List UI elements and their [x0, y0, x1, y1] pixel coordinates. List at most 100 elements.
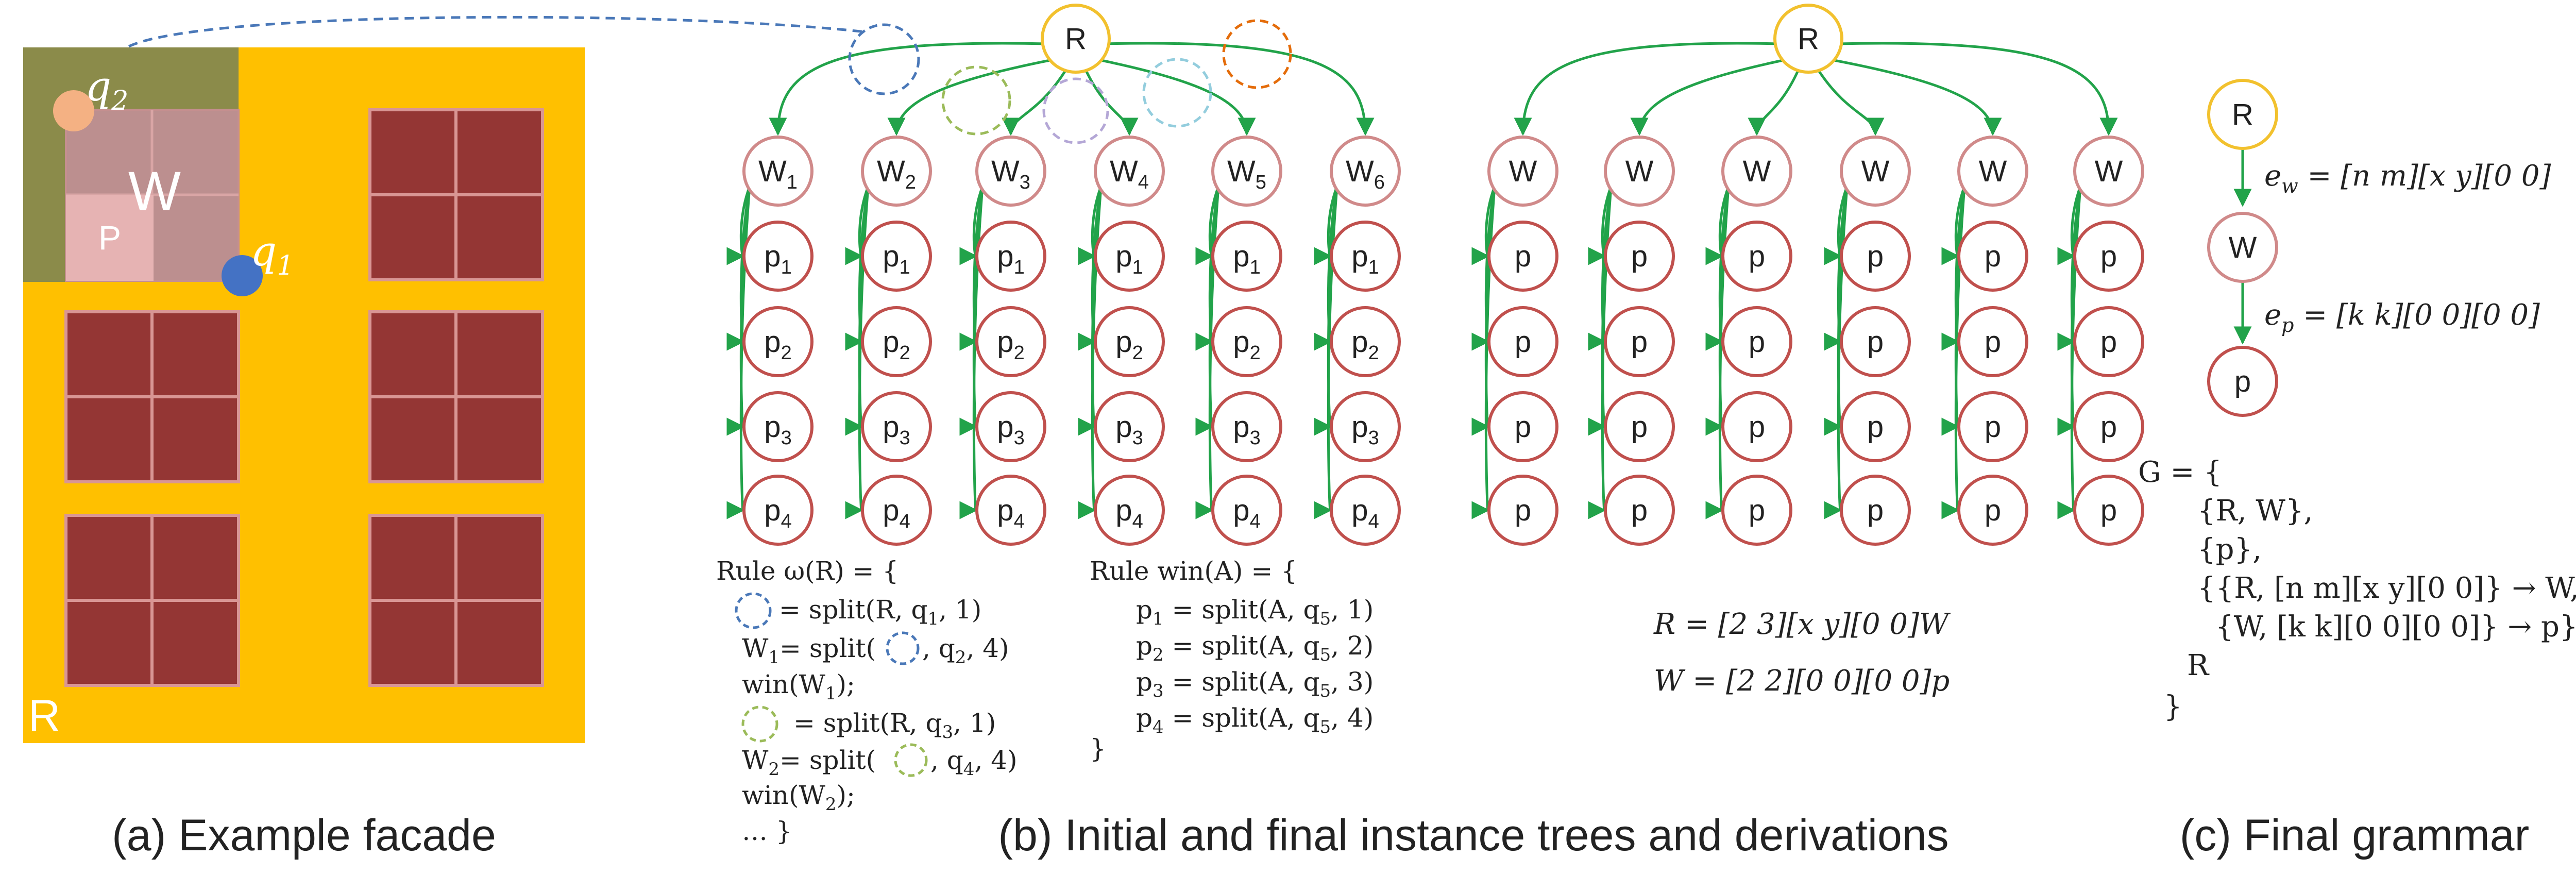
svg-text:W: W: [1625, 155, 1654, 188]
svg-text:p2: p2: [764, 325, 791, 364]
svg-text:p: p: [1749, 494, 1765, 527]
derivation: R = [2 3][x y][0 0]W W = [2 2][0 0][0 0]…: [1653, 608, 1951, 698]
svg-text:p: p: [1985, 325, 2001, 359]
svg-text:p4 = split(A, q5, 4): p4 = split(A, q5, 4): [1136, 703, 1374, 737]
tree-pane-node: p1: [742, 221, 814, 292]
svg-text:p1 = split(A, q5, 1): p1 = split(A, q5, 1): [1136, 595, 1374, 629]
panel-b: RW1p1p2p3p4W2p1p2p3p4W3p1p2p3p4W4p1p2p3p…: [716, 4, 2144, 860]
initial-instance-tree: RW1p1p2p3p4W2p1p2p3p4W3p1p2p3p4W4p1p2p3p…: [725, 4, 1401, 546]
dashed-connector: [128, 15, 866, 48]
dashed-circle-cyan: [1142, 58, 1212, 128]
svg-text:p2: p2: [883, 325, 910, 364]
svg-text:p1: p1: [997, 240, 1024, 278]
svg-text:p: p: [1515, 410, 1531, 444]
svg-text:p: p: [1985, 494, 2001, 527]
tree-pane-node: p1: [975, 221, 1046, 292]
facade-window: [368, 514, 544, 687]
svg-text:{{R, [n m][x y][0 0]} → W,: {{R, [n m][x y][0 0]} → W,: [2197, 571, 2576, 605]
svg-text:R: R: [2187, 649, 2210, 682]
svg-text:W4: W4: [1110, 155, 1149, 193]
tree-pane-node: p: [1721, 306, 1792, 377]
svg-text:{p},: {p},: [2197, 533, 2262, 566]
svg-text:p2: p2: [1115, 325, 1143, 364]
grammar-root-node: R: [2207, 79, 2278, 150]
tree-pane-node: p2: [742, 306, 814, 377]
tree-pane-node: p4: [975, 475, 1046, 546]
q1-label: q1: [250, 227, 294, 281]
grammar-window-node: W: [2207, 212, 2278, 283]
tree-pane-node: p3: [1094, 391, 1165, 462]
tree-edge: [1828, 58, 2002, 136]
dashed-circle-orange: [1222, 19, 1292, 89]
tree-pane-node: p: [1721, 391, 1792, 462]
tree-pane-node: p: [1604, 306, 1675, 377]
tree-pane-node: p3: [1211, 391, 1282, 462]
tree-pane-node: p2: [975, 306, 1046, 377]
tree-pane-node: p: [2073, 475, 2144, 546]
svg-text:= split(R, q1, 1): = split(R, q1, 1): [779, 595, 981, 629]
tree-window-node: W1: [742, 136, 814, 207]
tree-root-node: R: [1773, 4, 1843, 74]
facade-window: [64, 514, 240, 687]
svg-text:p: p: [1631, 325, 1648, 359]
svg-text:p1: p1: [764, 240, 791, 278]
tree-edge: [1630, 58, 1788, 136]
svg-text:}: }: [1090, 734, 1106, 764]
svg-text:p3 = split(A, q5, 3): p3 = split(A, q5, 3): [1136, 667, 1374, 701]
tree-pane-node: p2: [1211, 306, 1282, 377]
svg-text:p: p: [2100, 410, 2117, 444]
tree-pane-node: p: [2073, 391, 2144, 462]
tree-window-node: W: [1487, 136, 1558, 207]
tree-edge: [1817, 70, 1885, 136]
svg-text:p2: p2: [1233, 325, 1260, 364]
svg-text:p: p: [1749, 410, 1765, 444]
tree-pane-node: p1: [1330, 221, 1401, 292]
tree-window-node: W: [1721, 136, 1792, 207]
tree-pane-node: p4: [1094, 475, 1165, 546]
tree-pane-node: p: [2073, 221, 2144, 292]
tree-window-node: W2: [861, 136, 932, 207]
tree-pane-node: p4: [1330, 475, 1401, 546]
tree-pane-node: p: [1604, 475, 1675, 546]
tree-pane-node: p2: [1330, 306, 1401, 377]
tree-pane-node: p: [1721, 221, 1792, 292]
svg-text:p: p: [1631, 494, 1648, 527]
tree-window-node: W: [1604, 136, 1675, 207]
tree-edge: [1104, 42, 1375, 136]
tree-edge: [769, 42, 1048, 136]
svg-text:p: p: [1515, 494, 1531, 527]
svg-text:p: p: [1867, 494, 1884, 527]
svg-text:p: p: [1749, 240, 1765, 273]
svg-text:, q2, 4): , q2, 4): [922, 633, 1009, 668]
label-w: W: [128, 160, 181, 222]
tree-window-node: W: [1957, 136, 2028, 207]
tree-pane-node: p: [1840, 391, 1911, 462]
svg-text:p: p: [1867, 410, 1884, 444]
svg-text:W6: W6: [1346, 155, 1385, 193]
svg-text:, q4, 4): , q4, 4): [930, 745, 1018, 780]
tree-pane-node: p2: [1094, 306, 1165, 377]
svg-text:p3: p3: [997, 410, 1024, 449]
tree-pane-node: p3: [1330, 391, 1401, 462]
svg-text:p: p: [1985, 240, 2001, 273]
svg-text:p: p: [1985, 410, 2001, 444]
svg-text:p2: p2: [1351, 325, 1379, 364]
svg-text:p: p: [1631, 410, 1648, 444]
tree-pane-node: p3: [742, 391, 814, 462]
svg-text:p: p: [2234, 365, 2251, 398]
svg-text:W5: W5: [1227, 155, 1266, 193]
rule-win: Rule win(A) = { } p1 = split(A, q5, 1)p2…: [1090, 556, 1374, 764]
svg-text:W: W: [1861, 155, 1890, 188]
svg-text:W = [2 2][0 0][0 0]p: W = [2 2][0 0][0 0]p: [1654, 664, 1950, 698]
svg-text:p: p: [1515, 240, 1531, 273]
svg-text:Rule ω(R) = {: Rule ω(R) = {: [716, 556, 899, 586]
svg-text:= split(R, q3, 1): = split(R, q3, 1): [793, 708, 996, 743]
svg-text:Rule win(A) = {: Rule win(A) = {: [1090, 556, 1297, 586]
edge-ew-label: ew = [n m][x y][0 0]: [2264, 159, 2551, 197]
svg-text:p: p: [1631, 240, 1648, 273]
svg-text:p4: p4: [883, 494, 910, 532]
svg-text:win(W2);: win(W2);: [742, 780, 855, 815]
facade-window: [368, 310, 544, 483]
caption-a: (a) Example facade: [112, 811, 496, 860]
